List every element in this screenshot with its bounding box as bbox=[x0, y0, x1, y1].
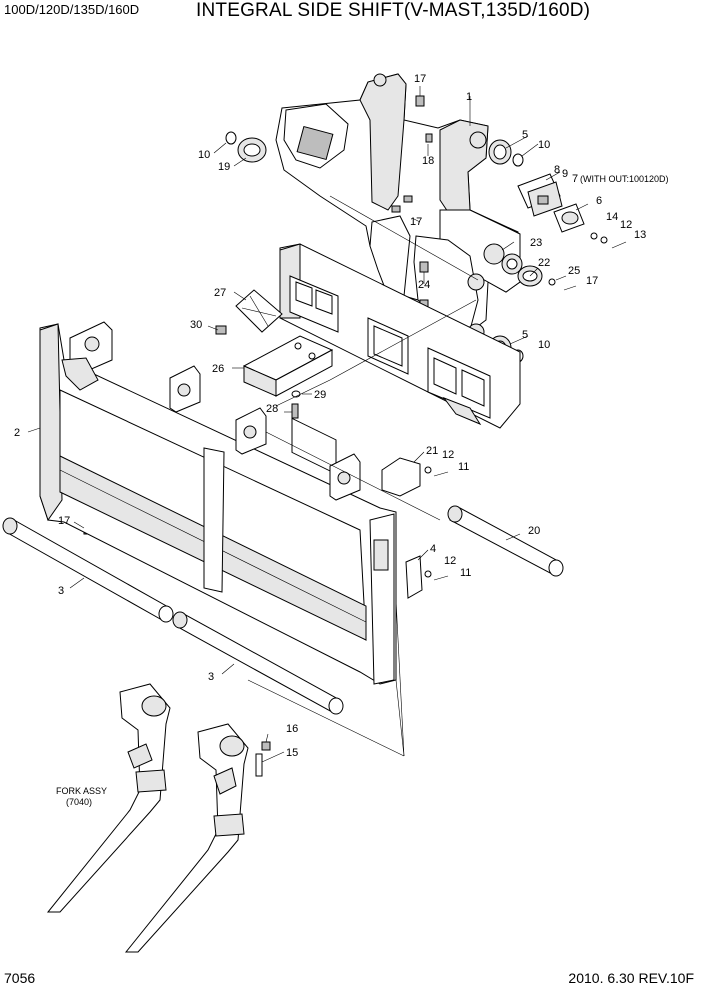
callout-11-bottom: 11 bbox=[460, 567, 471, 579]
callout-5-bottom: 5 bbox=[522, 329, 528, 341]
callout-10-bottom: 10 bbox=[538, 339, 550, 351]
revision-date: 2010. 6.30 REV.10F bbox=[568, 970, 694, 986]
fork-assy-label: FORK ASSY bbox=[56, 786, 107, 796]
note-without: (WITH OUT:100120D) bbox=[580, 174, 669, 184]
cover-plate-parts bbox=[517, 173, 585, 233]
callout-17-lower: 24 bbox=[418, 279, 430, 291]
callout-10-left: 10 bbox=[198, 149, 210, 161]
fork-assy-ref: (7040) bbox=[66, 797, 92, 807]
callout-27: 27 bbox=[214, 287, 226, 299]
model-code: 100D/120D/135D/160D bbox=[4, 2, 140, 17]
callout-18: 18 bbox=[422, 155, 434, 167]
callout-16: 16 bbox=[286, 723, 298, 735]
callout-22: 22 bbox=[538, 257, 550, 269]
callout-17-left: 17 bbox=[58, 515, 70, 527]
callout-30: 30 bbox=[190, 319, 202, 331]
callout-7: 7 bbox=[572, 173, 578, 185]
page-number: 7056 bbox=[4, 970, 36, 986]
callout-24: 17 bbox=[586, 275, 598, 287]
callout-13: 13 bbox=[634, 229, 646, 241]
callout-11-mid: 11 bbox=[458, 461, 469, 473]
leader-lines bbox=[27, 86, 589, 763]
callout-17-mid: 17 bbox=[410, 216, 422, 228]
callout-26: 26 bbox=[212, 363, 224, 375]
callout-6: 6 bbox=[596, 195, 602, 207]
page-title: INTEGRAL SIDE SHIFT(V-MAST,135D/160D) bbox=[196, 0, 591, 21]
callout-2: 2 bbox=[14, 427, 20, 439]
callout-28: 28 bbox=[266, 403, 278, 415]
callout-19: 19 bbox=[218, 161, 230, 173]
callout-8: 8 bbox=[554, 164, 560, 176]
end-plate-parts bbox=[381, 457, 449, 599]
callout-1: 1 bbox=[466, 91, 472, 103]
lower-carriage-frame bbox=[39, 321, 397, 685]
callout-23: 23 bbox=[530, 237, 542, 249]
carriage-frame-part bbox=[275, 73, 523, 341]
side-shift-plate bbox=[279, 243, 521, 475]
callout-17-top: 17 bbox=[414, 73, 426, 85]
callout-labels: 17 1 10 5 10 19 18 8 9 7 (WITH OUT:10012… bbox=[14, 73, 669, 807]
callout-5-top: 5 bbox=[522, 129, 528, 141]
callout-4: 4 bbox=[430, 543, 436, 555]
pin-parts bbox=[2, 505, 564, 715]
callout-15: 15 bbox=[286, 747, 298, 759]
callout-3-right: 3 bbox=[208, 671, 214, 683]
callout-14: 14 bbox=[606, 211, 618, 223]
callout-12-bottom: 12 bbox=[444, 555, 456, 567]
callout-12-mid: 12 bbox=[442, 449, 454, 461]
callout-29: 29 bbox=[314, 389, 326, 401]
callout-21: 21 bbox=[426, 445, 438, 457]
callout-25: 25 bbox=[568, 265, 580, 277]
fork-assembly bbox=[46, 683, 271, 953]
callout-9: 9 bbox=[562, 168, 568, 180]
callout-3-left: 3 bbox=[58, 585, 64, 597]
callout-12-top: 12 bbox=[620, 219, 632, 231]
callout-20: 20 bbox=[528, 525, 540, 537]
callout-10-top: 10 bbox=[538, 139, 550, 151]
pad-parts bbox=[215, 289, 334, 419]
